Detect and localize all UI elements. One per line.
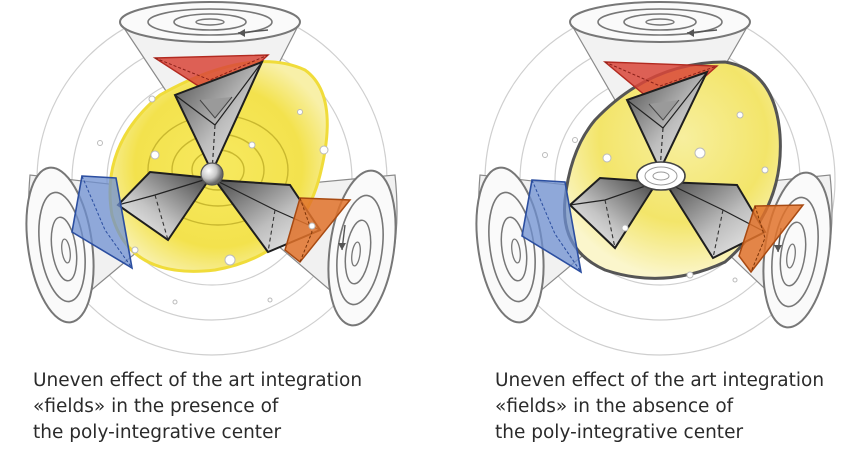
caption-line: «fields» in the presence of — [33, 394, 362, 420]
caption-line: the poly-integrative center — [33, 420, 362, 446]
caption-line: Uneven effect of the art integration — [495, 368, 824, 394]
left-panel: Uneven effect of the art integration «fi… — [0, 0, 425, 450]
right-caption: Uneven effect of the art integration «fi… — [495, 368, 824, 446]
right-diagram — [425, 0, 850, 360]
caption-line: «fields» in the absence of — [495, 394, 824, 420]
absent-center — [637, 162, 685, 190]
caption-line: the poly-integrative center — [495, 420, 824, 446]
poly-integrative-center — [201, 163, 223, 185]
right-panel: Uneven effect of the art integration «fi… — [425, 0, 850, 450]
left-diagram — [0, 0, 425, 360]
left-caption: Uneven effect of the art integration «fi… — [33, 368, 362, 446]
caption-line: Uneven effect of the art integration — [33, 368, 362, 394]
